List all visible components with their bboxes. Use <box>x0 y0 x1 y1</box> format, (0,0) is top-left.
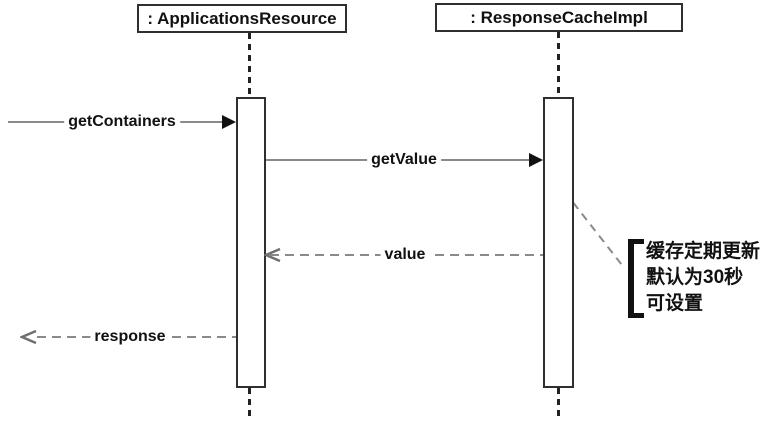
arrowhead-solid-icon <box>529 153 543 167</box>
activation-bar-applications-resource <box>236 97 266 388</box>
lifeline-response-cache-impl-top <box>557 32 560 97</box>
lifeline-applications-resource-bottom <box>248 388 251 421</box>
lifeline-label: : ResponseCacheImpl <box>470 7 648 27</box>
note-connector-line <box>572 202 626 270</box>
note-line: 可设置 <box>646 293 704 314</box>
note-bracket-icon <box>628 239 644 318</box>
arrowhead-open-icon <box>264 247 281 263</box>
lifeline-head-applications-resource: : ApplicationsResource <box>137 4 347 33</box>
note-line: 默认为30秒 <box>646 267 744 288</box>
lifeline-head-response-cache-impl: : ResponseCacheImpl <box>435 3 683 32</box>
message-label: getValue <box>367 151 441 169</box>
lifeline-applications-resource-top <box>248 33 251 97</box>
message-label: response <box>90 328 170 346</box>
lifeline-response-cache-impl-bottom <box>557 388 560 421</box>
message-label: getContainers <box>64 113 180 131</box>
activation-bar-response-cache-impl <box>543 97 574 388</box>
message-label: value <box>380 246 430 264</box>
arrowhead-open-icon <box>20 329 37 345</box>
arrowhead-solid-icon <box>222 115 236 129</box>
note-text: 缓存定期更新 默认为30秒 可设置 <box>646 239 760 317</box>
lifeline-label: : ApplicationsResource <box>147 8 337 28</box>
note-line: 缓存定期更新 <box>646 241 761 262</box>
